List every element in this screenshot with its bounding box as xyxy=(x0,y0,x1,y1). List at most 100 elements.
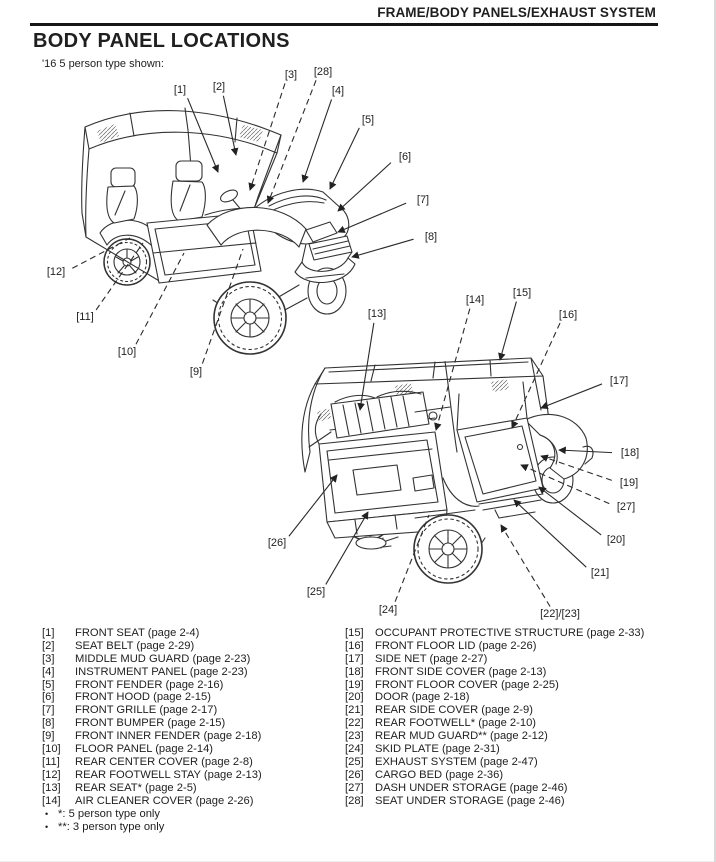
legend-item: [23] REAR MUD GUARD** (page 2-12) xyxy=(345,730,710,743)
callout-label: [25] xyxy=(306,586,326,598)
legend-item-ref: [23] xyxy=(345,730,364,743)
legend-item-ref: [27] xyxy=(345,781,364,794)
callout-label: [15] xyxy=(512,287,532,299)
legend-item-label: FRONT BUMPER (page 2-15) xyxy=(75,717,226,730)
legend-item: [28] SEAT UNDER STORAGE (page 2-46) xyxy=(345,795,710,808)
legend-item: [3] MIDDLE MUD GUARD (page 2-23) xyxy=(42,653,342,666)
callout-label: [5] xyxy=(361,114,375,126)
callout-label: [1] xyxy=(173,84,187,96)
callout-label: [26] xyxy=(267,537,287,549)
callout-label: [18] xyxy=(620,447,640,459)
legend-item: [12]REAR FOOTWELL STAY (page 2-13) xyxy=(42,769,342,782)
legend-item: [26] CARGO BED (page 2-36) xyxy=(345,769,710,782)
legend-column-left: [1] FRONT SEAT (page 2-4) [2] SEAT BELT (pa… xyxy=(42,627,342,807)
callout-label: [28] xyxy=(313,66,333,78)
legend-item-label: FRONT FENDER (page 2-16) xyxy=(75,678,224,691)
legend-item-label: CARGO BED (page 2-36) xyxy=(375,768,504,781)
legend-item-label: SEAT BELT (page 2-29) xyxy=(75,639,195,652)
legend-item-label: FRONT HOOD (page 2-15) xyxy=(75,691,211,704)
legend-item: [24] SKID PLATE (page 2-31) xyxy=(345,743,710,756)
legend-item-ref: [1] xyxy=(42,627,55,639)
legend-item-ref: [7] xyxy=(42,704,55,717)
legend-item-label: FRONT SIDE COVER (page 2-13) xyxy=(375,665,547,678)
callout-label: [10] xyxy=(117,346,137,358)
legend-item-label: FRONT GRILLE (page 2-17) xyxy=(75,704,218,717)
callout-label: [21] xyxy=(590,567,610,579)
page-title: BODY PANEL LOCATIONS xyxy=(33,30,290,52)
legend-item-label: AIR CLEANER COVER (page 2-26) xyxy=(75,794,254,807)
legend-item-label: EXHAUST SYSTEM (page 2-47) xyxy=(375,755,538,768)
legend-item-ref: [4] xyxy=(42,665,55,678)
legend-item-ref: [13] xyxy=(42,781,61,794)
legend-item-label: SEAT UNDER STORAGE (page 2-46) xyxy=(375,794,565,807)
legend-item-ref: [11] xyxy=(42,755,60,768)
legend-item-ref: [8] xyxy=(42,717,55,730)
legend-item-ref: [17] xyxy=(345,652,364,665)
legend-item: [2] SEAT BELT (page 2-29) xyxy=(42,640,342,653)
callout-label: [2] xyxy=(212,81,226,93)
legend-item: [21]REAR SIDE COVER (page 2-9) xyxy=(345,704,710,717)
callout-label: [24] xyxy=(378,604,398,616)
callout-label: [27] xyxy=(616,501,636,513)
legend-item: [25] EXHAUST SYSTEM (page 2-47) xyxy=(345,756,710,769)
legend-item: [9]FRONT INNER FENDER (page 2-18) xyxy=(42,730,342,743)
legend-item-ref: [24] xyxy=(345,743,364,756)
legend-item-ref: [22] xyxy=(345,717,364,730)
legend-item-label: FLOOR PANEL (page 2-14) xyxy=(75,743,214,756)
legend-item-label: DASH UNDER STORAGE (page 2-46) xyxy=(375,781,568,794)
legend-item: [14] AIR CLEANER COVER (page 2-26) xyxy=(42,795,342,808)
legend-item-ref: [28] xyxy=(345,794,364,807)
legend-item-ref: [14] xyxy=(42,794,61,807)
callout-label: [17] xyxy=(609,375,629,387)
legend-item-ref: [25] xyxy=(345,755,364,768)
legend-item: [11] REAR CENTER COVER (page 2-8) xyxy=(42,756,342,769)
legend-item: [17]SIDE NET (page 2-27) xyxy=(345,653,710,666)
legend-item: [13] REAR SEAT* (page 2-5) xyxy=(42,782,342,795)
legend-item-label: REAR CENTER COVER (page 2-8) xyxy=(75,755,253,768)
legend-item-label: MIDDLE MUD GUARD (page 2-23) xyxy=(75,652,251,665)
legend-item-label: REAR SEAT* (page 2-5) xyxy=(75,781,197,794)
legend-item: [18] FRONT SIDE COVER (page 2-13) xyxy=(345,666,710,679)
callout-label: [12] xyxy=(46,266,66,278)
callout-label: [9] xyxy=(189,366,203,378)
page-header: FRAME/BODY PANELS/EXHAUST SYSTEM xyxy=(377,5,656,20)
legend-item: [8] FRONT BUMPER (page 2-15) xyxy=(42,717,342,730)
legend-item-label: FRONT FLOOR COVER (page 2-25) xyxy=(375,678,559,691)
legend-item-label: REAR MUD GUARD** (page 2-12) xyxy=(375,730,548,743)
legend-item-ref: [6] xyxy=(42,691,55,704)
legend-item-label: FRONT FLOOR LID (page 2-26) xyxy=(375,639,537,652)
legend-item-label: FRONT INNER FENDER (page 2-18) xyxy=(75,730,262,743)
legend-item-ref: [18] xyxy=(345,665,364,678)
legend-item: [19]FRONT FLOOR COVER (page 2-25) xyxy=(345,679,710,692)
legend-item: [20]DOOR (page 2-18) xyxy=(345,691,710,704)
legend-item-ref: [3] xyxy=(42,652,55,665)
legend-item: [6] FRONT HOOD (page 2-15) xyxy=(42,691,342,704)
callout-label: [19] xyxy=(619,477,639,489)
legend-item: [7] FRONT GRILLE (page 2-17) xyxy=(42,704,342,717)
legend-item: [10] FLOOR PANEL (page 2-14) xyxy=(42,743,342,756)
callout-label: [14] xyxy=(465,294,485,306)
page-caption: '16 5 person type shown: xyxy=(42,58,164,70)
legend-item-ref: [2] xyxy=(42,639,55,652)
callout-label: [6] xyxy=(398,151,412,163)
legend-item: [27] DASH UNDER STORAGE (page 2-46) xyxy=(345,782,710,795)
footnote: •**: 3 person type only xyxy=(45,821,164,834)
bullet-icon: • xyxy=(45,822,49,832)
legend-item: [1] FRONT SEAT (page 2-4) xyxy=(42,627,342,640)
legend-item-ref: [26] xyxy=(345,768,364,781)
callout-label: [20] xyxy=(606,534,626,546)
callout-label: [22]/[23] xyxy=(540,608,580,620)
footnotes: •*: 5 person type only•**: 3 person type… xyxy=(45,808,164,834)
legend-item: [4] INSTRUMENT PANEL (page 2-23) xyxy=(42,666,342,679)
callout-label: [3] xyxy=(284,69,298,81)
legend-item-label: INSTRUMENT PANEL (page 2-23) xyxy=(75,665,248,678)
legend-item-ref: [16] xyxy=(345,639,364,652)
legend-item: [5]FRONT FENDER (page 2-16) xyxy=(42,679,342,692)
legend-item-label: SKID PLATE (page 2-31) xyxy=(375,743,500,756)
legend-item-label: FRONT SEAT (page 2-4) xyxy=(75,627,200,639)
legend-item-ref: [20] xyxy=(345,691,364,704)
legend-item-ref: [10] xyxy=(42,743,61,756)
legend-item-label: OCCUPANT PROTECTIVE STRUCTURE (page 2-33… xyxy=(375,627,645,639)
